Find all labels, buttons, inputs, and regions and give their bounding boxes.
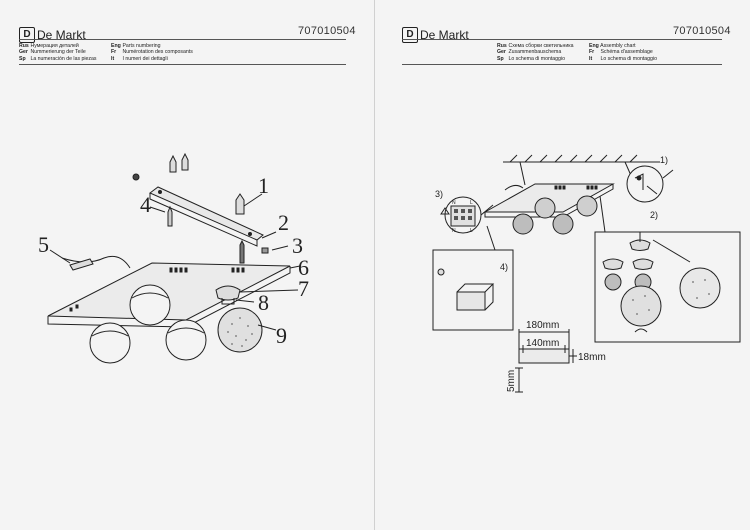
step-4-label: 4) bbox=[500, 262, 508, 272]
caption-text: Numérotation des composants bbox=[122, 49, 193, 56]
terminal-block-icon bbox=[69, 258, 94, 271]
glass-globe-icon bbox=[679, 267, 721, 309]
finial-icon bbox=[634, 328, 648, 333]
mounting-bracket-edge bbox=[149, 193, 258, 247]
bracket-profile bbox=[456, 291, 486, 311]
caption-lang: It bbox=[589, 55, 593, 62]
caption-lang: Sp bbox=[497, 55, 504, 62]
caption-text: I numeri dei dettagli bbox=[122, 55, 168, 62]
warning-icon bbox=[440, 207, 450, 215]
caption-rule bbox=[402, 64, 722, 65]
caption-text: Zusammenbauschema bbox=[508, 49, 562, 56]
caption-text: La numeración de las piezas bbox=[30, 55, 97, 62]
caption-text: Lo schema di montaggio bbox=[508, 55, 565, 62]
caption-lang: Eng bbox=[111, 43, 121, 49]
brand-name: De Markt bbox=[420, 28, 469, 42]
plate-slots bbox=[554, 185, 598, 190]
caption-text: Parts numbering bbox=[122, 43, 161, 49]
mounting-bracket bbox=[149, 186, 264, 241]
left-page: D De Markt 707010504 Rus Нумерация детал… bbox=[19, 25, 356, 364]
ceiling-hatch bbox=[509, 154, 638, 163]
plate-wire bbox=[504, 184, 524, 191]
caption-text: Нумерация деталей bbox=[30, 43, 79, 49]
caption-rule bbox=[19, 64, 346, 65]
terminal-label: L bbox=[470, 200, 473, 206]
brand-name: De Markt bbox=[37, 28, 86, 42]
caption-lang: Sp bbox=[19, 55, 26, 62]
caption-lang: Ger bbox=[497, 49, 506, 56]
callout-2: 2 bbox=[278, 210, 289, 235]
bulb-icon bbox=[604, 273, 622, 291]
callout-1: 1 bbox=[258, 173, 269, 198]
anchor-icon bbox=[169, 152, 189, 173]
screw-3-icon bbox=[239, 239, 245, 264]
caption-lang: Fr bbox=[589, 49, 595, 56]
terminal-label: N bbox=[452, 228, 456, 234]
step-3-label: 3) bbox=[435, 189, 443, 199]
callout-4: 4 bbox=[140, 192, 151, 217]
caption-block: Rus Схема сборки светильника Eng Assembl… bbox=[497, 43, 677, 62]
globe-shade bbox=[512, 195, 598, 235]
caption-text: Schéma d'assemblage bbox=[600, 49, 653, 56]
caption-lang: It bbox=[111, 55, 115, 62]
caption-text: Nummerierung der Teile bbox=[30, 49, 86, 56]
product-code: 707010504 bbox=[298, 25, 356, 37]
header-rule bbox=[402, 39, 722, 40]
globe-texture bbox=[632, 279, 710, 315]
globe-shade bbox=[89, 284, 207, 364]
caption-block: Rus Нумерация деталей Eng Parts numberin… bbox=[19, 43, 199, 62]
callout-8: 8 bbox=[258, 290, 269, 315]
dim-18mm: 18mm bbox=[578, 352, 606, 363]
step-2-label: 2) bbox=[650, 210, 658, 220]
screw-1-icon bbox=[235, 193, 245, 215]
caption-lang: Eng bbox=[589, 43, 599, 49]
screw-icon bbox=[437, 268, 445, 276]
nut-icon bbox=[261, 247, 269, 254]
parts-diagram: 1 2 3 4 5 6 7 8 9 bbox=[38, 152, 309, 364]
brand-logo: D De Markt bbox=[402, 27, 469, 43]
step-4-detail bbox=[432, 249, 514, 331]
callout-6: 6 bbox=[298, 255, 309, 280]
power-wire bbox=[61, 255, 131, 269]
lamp-holder-icon bbox=[215, 285, 241, 301]
caption-text: Lo schema di montaggio bbox=[600, 55, 657, 62]
lamp-socket-icon bbox=[221, 298, 235, 305]
caption-lang: Rus bbox=[497, 43, 507, 49]
bulb-holder-icon bbox=[602, 239, 654, 270]
callout-5: 5 bbox=[38, 232, 49, 257]
dimension-drawing bbox=[515, 329, 577, 393]
right-page: D De Markt 707010504 Rus Схема сборки св… bbox=[375, 0, 750, 530]
caption-lang: Rus bbox=[19, 43, 29, 49]
caption-text: Assembly chart bbox=[600, 43, 636, 49]
terminal-label: N bbox=[452, 200, 456, 206]
step-1-label: 1) bbox=[660, 155, 668, 165]
screw-head-icon bbox=[132, 173, 140, 181]
globe-texture bbox=[227, 317, 253, 347]
dim-140mm: 140mm bbox=[526, 338, 559, 349]
product-code: 707010504 bbox=[673, 25, 731, 37]
glass-globe-icon bbox=[217, 307, 263, 353]
callout-7: 7 bbox=[298, 276, 309, 301]
caption-text: Схема сборки светильника bbox=[508, 43, 574, 49]
caption-lang: Fr bbox=[111, 49, 117, 56]
step-1-detail bbox=[626, 165, 664, 203]
dim-180mm: 180mm bbox=[526, 320, 559, 331]
header-rule bbox=[19, 39, 346, 40]
callout-9: 9 bbox=[276, 323, 287, 348]
terminal-label: L bbox=[470, 228, 473, 234]
base-plate-slots bbox=[69, 267, 245, 312]
assembly-diagram: 1) 2) 3) 4) N L N L 180mm 140mm 18mm 5mm bbox=[432, 154, 741, 393]
glass-globe-icon bbox=[620, 285, 662, 327]
anchor-4-icon bbox=[167, 205, 173, 227]
caption-lang: Ger bbox=[19, 49, 28, 56]
dim-5mm: 5mm bbox=[506, 370, 517, 392]
callout-3: 3 bbox=[292, 233, 303, 258]
